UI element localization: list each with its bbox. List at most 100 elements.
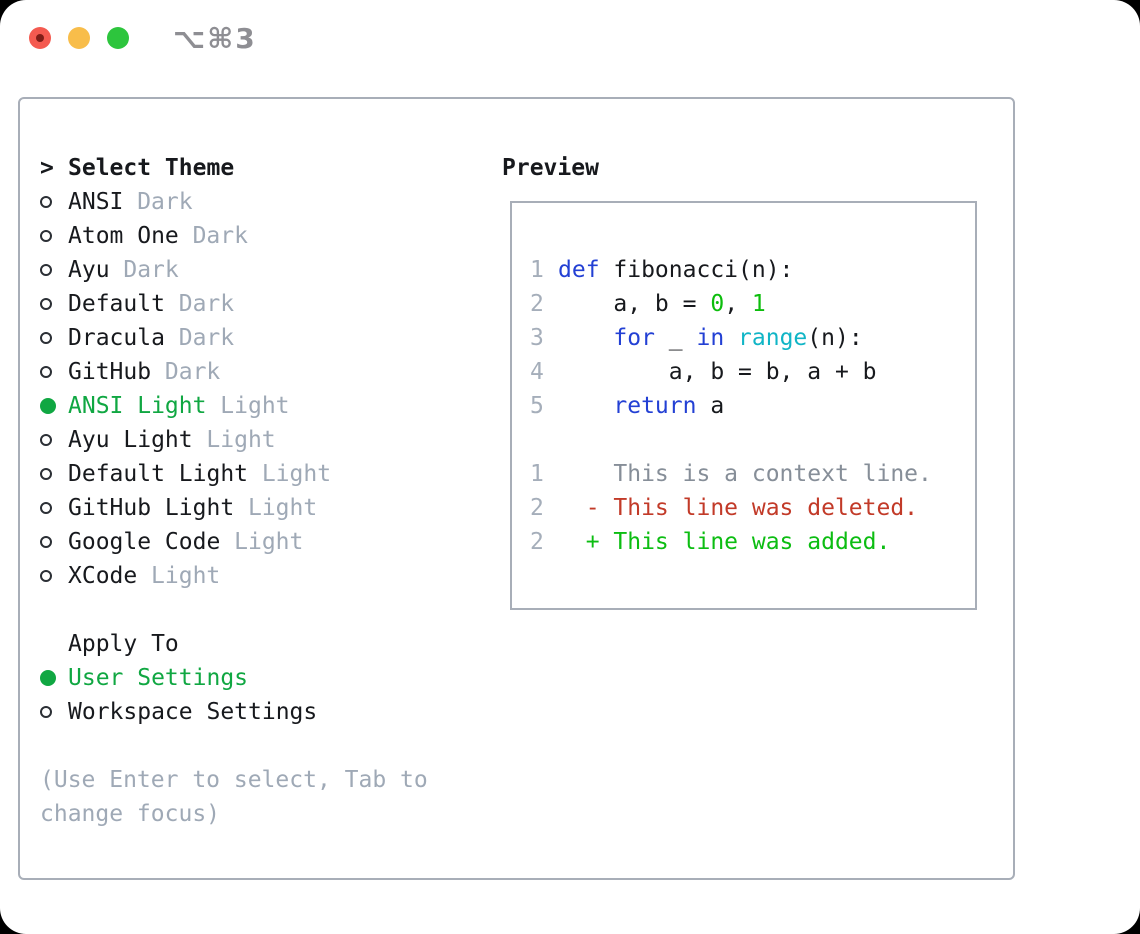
preview-line: 1 def fibonacci(n):	[530, 253, 975, 287]
apply-option-label: User Settings	[68, 665, 249, 691]
traffic-lights	[29, 27, 129, 49]
radio-icon	[40, 196, 52, 208]
radio-icon	[40, 706, 52, 718]
bullet-column	[40, 230, 68, 242]
theme-option-ayu-light[interactable]: Ayu Light Light	[40, 423, 480, 457]
select-theme-header-row: >Select Theme	[40, 151, 480, 185]
line-text: for _ in range(n):	[613, 325, 863, 351]
minimize-button[interactable]	[68, 27, 90, 49]
line-number: 1	[530, 257, 544, 283]
apply-option-user-settings[interactable]: User Settings	[40, 661, 480, 695]
theme-variant-badge: Light	[247, 495, 318, 521]
theme-name: ANSI	[68, 189, 124, 215]
keyboard-hint: (Use Enter to select, Tab to	[40, 767, 428, 793]
line-number: 3	[530, 325, 544, 351]
radio-icon	[40, 332, 52, 344]
preview-line: 2 + This line was added.	[530, 525, 975, 559]
apply-to-title: Apply To	[68, 631, 179, 657]
line-text: def fibonacci(n):	[558, 257, 794, 283]
bullet-column	[40, 670, 68, 686]
theme-variant-badge: Dark	[178, 325, 235, 351]
close-dot-icon	[36, 34, 44, 42]
bullet-column	[40, 366, 68, 378]
line-number: 2	[530, 529, 544, 555]
theme-name: Default	[68, 291, 165, 317]
radio-icon	[40, 298, 52, 310]
zoom-button[interactable]	[107, 27, 129, 49]
bullet-column	[40, 570, 68, 582]
radio-icon	[40, 570, 52, 582]
line-text: a, b = 0, 1	[558, 291, 766, 317]
theme-variant-badge: Light	[234, 529, 304, 555]
theme-name: Ayu	[68, 257, 110, 283]
theme-option-google-code[interactable]: Google Code Light	[40, 525, 480, 559]
radio-selected-icon	[40, 398, 56, 414]
window-title-shortcut: ⌥⌘3	[173, 21, 257, 55]
line-number: 2	[530, 495, 544, 521]
theme-variant-badge: Dark	[178, 291, 235, 317]
bullet-column	[40, 332, 68, 344]
line-text: + This line was added.	[558, 529, 891, 555]
line-text: This is a context line.	[558, 461, 932, 487]
theme-option-dracula-dark[interactable]: Dracula Dark	[40, 321, 480, 355]
theme-variant-badge: Dark	[164, 359, 221, 385]
title-bar: ⌥⌘3	[0, 0, 1140, 76]
radio-icon	[40, 468, 52, 480]
close-button[interactable]	[29, 27, 51, 49]
bullet-column	[40, 502, 68, 514]
bullet-column	[40, 468, 68, 480]
apply-option-workspace-settings[interactable]: Workspace Settings	[40, 695, 480, 729]
theme-option-atom-one-dark[interactable]: Atom One Dark	[40, 219, 480, 253]
line-number: 4	[530, 359, 544, 385]
bullet-column	[40, 706, 68, 718]
line-number: 5	[530, 393, 544, 419]
preview-blank-line	[530, 423, 975, 457]
theme-name: Atom One	[68, 223, 179, 249]
theme-option-github-dark[interactable]: GitHub Dark	[40, 355, 480, 389]
radio-selected-icon	[40, 670, 56, 686]
bullet-column	[40, 536, 68, 548]
radio-icon	[40, 502, 52, 514]
bullet-column	[40, 298, 68, 310]
theme-variant-badge: Dark	[137, 189, 193, 215]
preview-pane: 1 def fibonacci(n): 2 a, b = 0, 1 3 for _ i…	[510, 201, 977, 610]
theme-name: XCode	[68, 563, 138, 589]
line-number: 2	[530, 291, 544, 317]
bullet-column	[40, 434, 68, 446]
theme-name: GitHub	[68, 359, 152, 385]
theme-option-ansi-dark[interactable]: ANSI Dark	[40, 185, 480, 219]
preview-line: 1 This is a context line.	[530, 457, 975, 491]
theme-name: Google Code	[68, 529, 221, 555]
theme-option-ayu-dark[interactable]: Ayu Dark	[40, 253, 480, 287]
line-text: return a	[613, 393, 725, 419]
preview-line: 5 return a	[530, 389, 975, 423]
select-theme-title: Select Theme	[68, 155, 235, 181]
bullet-column	[40, 398, 68, 414]
line-number: 1	[530, 461, 544, 487]
bullet-column	[40, 196, 68, 208]
theme-name: Dracula	[68, 325, 165, 351]
theme-variant-badge: Dark	[192, 223, 248, 249]
theme-variant-badge: Light	[206, 427, 276, 453]
theme-name: Ayu Light	[68, 427, 193, 453]
preview-line: 4 a, b = b, a + b	[530, 355, 975, 389]
theme-name: ANSI Light	[68, 393, 207, 419]
preview-line: 3 for _ in range(n):	[530, 321, 975, 355]
radio-icon	[40, 230, 52, 242]
apply-option-label: Workspace Settings	[68, 699, 318, 725]
radio-icon	[40, 434, 52, 446]
line-text: a, b = b, a + b	[558, 359, 877, 385]
radio-icon	[40, 366, 52, 378]
radio-icon	[40, 536, 52, 548]
line-text: - This line was deleted.	[558, 495, 919, 521]
theme-option-default-dark[interactable]: Default Dark	[40, 287, 480, 321]
theme-variant-badge: Dark	[123, 257, 179, 283]
preview-line: 2 - This line was deleted.	[530, 491, 975, 525]
